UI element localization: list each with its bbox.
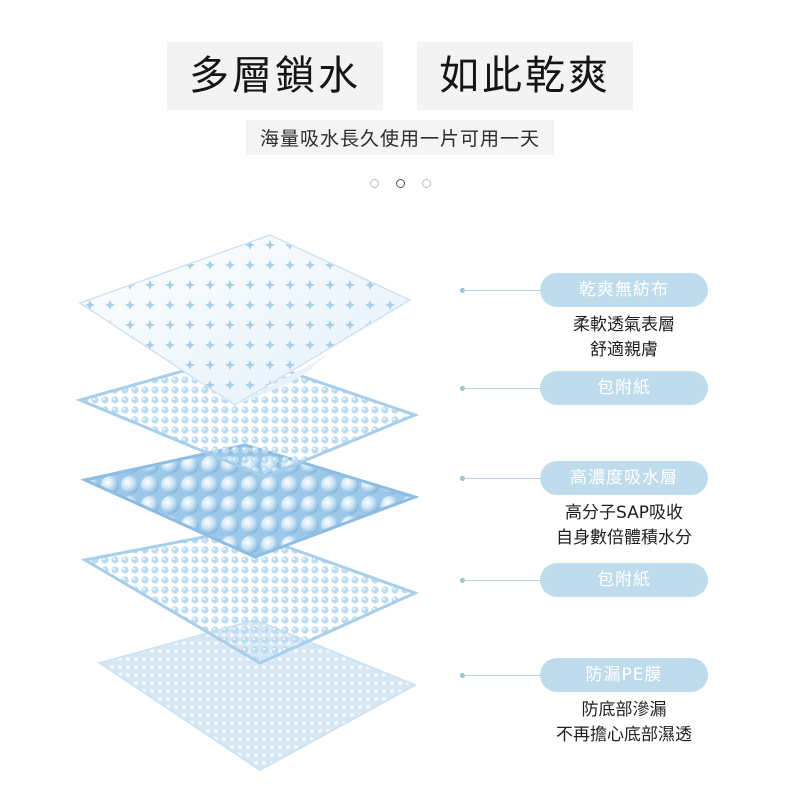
leader-line xyxy=(462,580,542,581)
layer-wrap-paper-lower xyxy=(80,528,419,665)
layer-nonwoven-top xyxy=(78,234,412,406)
carousel-dot-2[interactable] xyxy=(395,179,405,188)
layer-description-line: 自身數倍體積水分 xyxy=(556,528,692,548)
layer-description-line: 高分子SAP吸收 xyxy=(565,503,683,523)
leader-line xyxy=(462,290,542,291)
carousel-dot-1[interactable] xyxy=(369,179,379,188)
headline-left: 多層鎖水 xyxy=(167,42,383,110)
layer-description-line: 柔軟透氣表層 xyxy=(573,315,675,335)
leader-line xyxy=(462,675,542,676)
layer-title-pill: 乾爽無紡布 xyxy=(540,273,708,307)
layer-description-line: 不再擔心底部濕透 xyxy=(556,725,692,745)
layer-pe-film xyxy=(97,618,418,772)
layer-stack-illustration xyxy=(75,234,420,772)
layer-title-pill: 包附紙 xyxy=(540,563,708,597)
headline: 多層鎖水 如此乾爽 xyxy=(0,42,800,110)
layer-description-line: 舒適親膚 xyxy=(590,340,658,360)
carousel-dot-3[interactable] xyxy=(421,179,431,188)
headline-right: 如此乾爽 xyxy=(417,42,633,110)
carousel-dots xyxy=(0,179,800,188)
layer-sap-beads xyxy=(80,443,420,559)
layer-description-line: 防底部滲漏 xyxy=(581,700,667,720)
subtitle: 海量吸水長久使用一片可用一天 xyxy=(245,120,554,155)
leader-line xyxy=(462,478,542,479)
leader-line xyxy=(462,388,542,389)
subtitle-wrap: 海量吸水長久使用一片可用一天 xyxy=(0,120,800,155)
layer-title-pill: 高濃度吸水層 xyxy=(540,461,708,495)
layer-title-pill: 包附紙 xyxy=(540,371,708,405)
layer-title-pill: 防漏PE膜 xyxy=(540,658,708,692)
